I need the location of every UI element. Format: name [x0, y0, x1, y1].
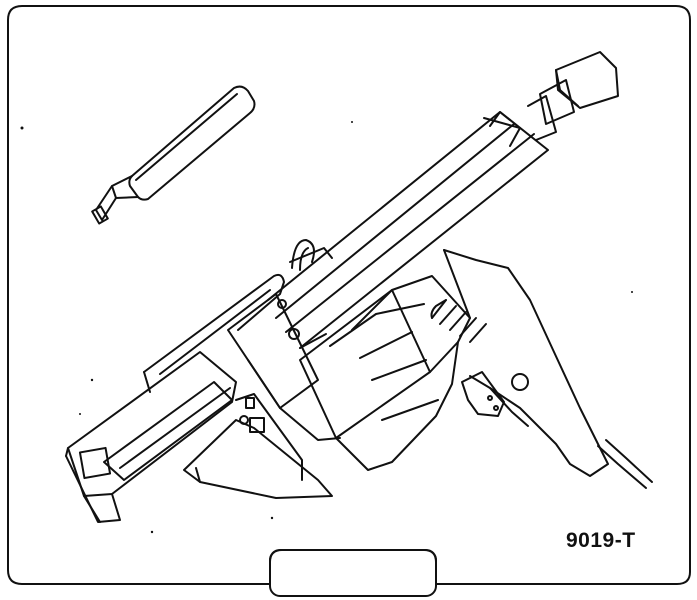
frame-tab: [269, 549, 437, 597]
power-cable-icon: [597, 445, 647, 489]
insert-bit-drawing: [91, 85, 256, 225]
model-code-label: 9019-T: [566, 529, 636, 552]
vent-slots: [430, 299, 487, 343]
trigger-icon: [461, 371, 505, 417]
screw-icon: [511, 373, 529, 391]
frame-border: [7, 5, 691, 585]
tool-drawing: [65, 51, 653, 523]
